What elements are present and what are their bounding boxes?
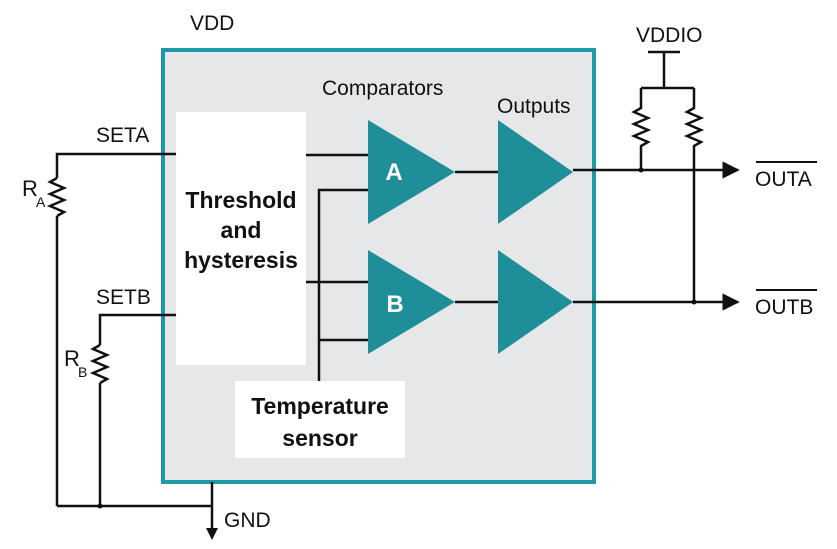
gnd-label: GND <box>224 509 271 532</box>
seta-label: SETA <box>96 124 149 147</box>
wire-temp-bus <box>317 188 370 381</box>
wire-setb <box>98 313 176 345</box>
pullup-resistor-b <box>683 88 705 302</box>
output-buffer-a-triangle <box>498 120 573 224</box>
vdd-label: VDD <box>190 12 234 35</box>
rb-label: R <box>64 346 80 371</box>
threshold-label-line3: hysteresis <box>184 247 298 273</box>
resistor-rb <box>89 343 111 385</box>
junction-outb <box>691 299 697 305</box>
comparators-label: Comparators <box>322 77 443 100</box>
outa-label: OUTA <box>755 168 812 191</box>
rb-subscript: B <box>78 364 87 380</box>
comparator-b-triangle <box>368 250 455 354</box>
comparator-b-label: B <box>386 291 403 318</box>
gnd-arrow <box>206 528 218 540</box>
wire-seta <box>55 152 176 178</box>
threshold-label-line2: and <box>221 217 262 243</box>
temperature-sensor-block <box>235 381 405 458</box>
junction-outa <box>638 167 644 173</box>
threshold-label-line1: Threshold <box>185 187 296 213</box>
temperature-label-line1: Temperature <box>251 393 389 419</box>
junction-gnd-rb <box>97 503 103 509</box>
output-buffer-b-triangle <box>498 250 573 354</box>
resistor-ra <box>46 176 68 218</box>
ra-subscript: A <box>36 194 46 210</box>
comparator-a-label: A <box>385 159 402 186</box>
vddio-label: VDDIO <box>636 24 703 47</box>
outb-label: OUTB <box>755 296 813 319</box>
threshold-hysteresis-block <box>176 112 306 365</box>
ra-label: R <box>22 176 38 201</box>
pullup-resistor-a <box>630 88 652 170</box>
comparator-a-triangle <box>368 120 455 224</box>
temperature-label-line2: sensor <box>282 425 357 451</box>
outputs-label: Outputs <box>497 95 571 118</box>
setb-label: SETB <box>96 286 151 309</box>
